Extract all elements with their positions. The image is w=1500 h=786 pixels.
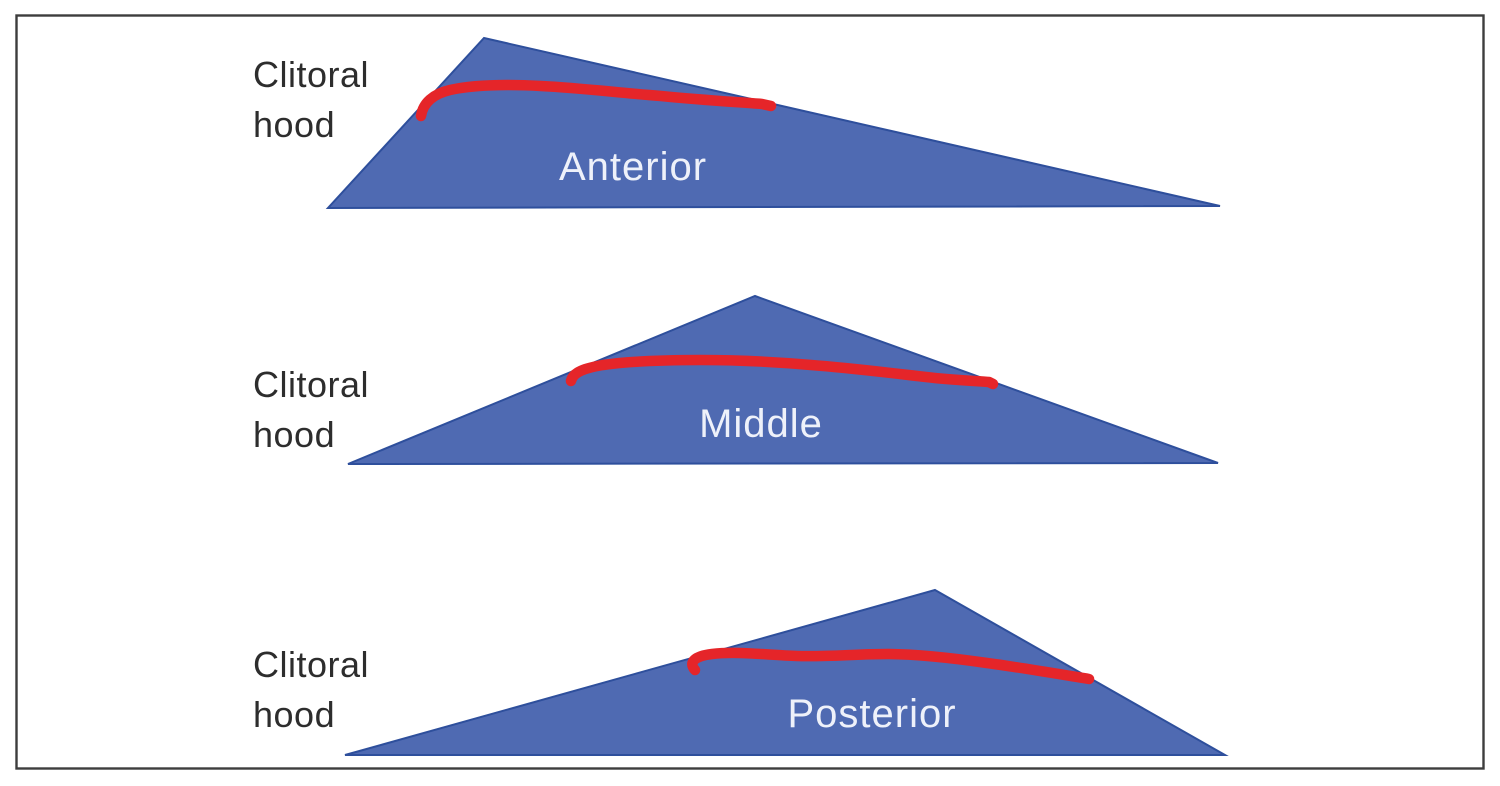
region-label-middle: Middle [699, 402, 823, 446]
clitoral-hood-label-anterior-line2: hood [253, 104, 335, 145]
hood-triangle-anterior [325, 36, 1221, 210]
clitoral-hood-label-middle-line1: Clitoral [253, 364, 369, 405]
panel-middle: Clitoral hood Middle [253, 294, 1219, 465]
clitoral-hood-label-anterior-line1: Clitoral [253, 54, 369, 95]
clitoral-hood-label-posterior-line2: hood [253, 694, 335, 735]
panel-anterior: Clitoral hood Anterior [253, 36, 1221, 210]
region-label-anterior: Anterior [559, 145, 707, 189]
incision-line-anterior [415, 79, 777, 122]
incision-line-middle [565, 354, 999, 390]
clitoral-hood-label-posterior-line1: Clitoral [253, 644, 369, 685]
region-label-posterior: Posterior [787, 692, 956, 736]
clitoral-hood-label-middle-line2: hood [253, 414, 335, 455]
panel-posterior: Clitoral hood Posterior [253, 588, 1229, 756]
incision-line-posterior [687, 647, 1095, 685]
figure-border [15, 14, 1485, 770]
